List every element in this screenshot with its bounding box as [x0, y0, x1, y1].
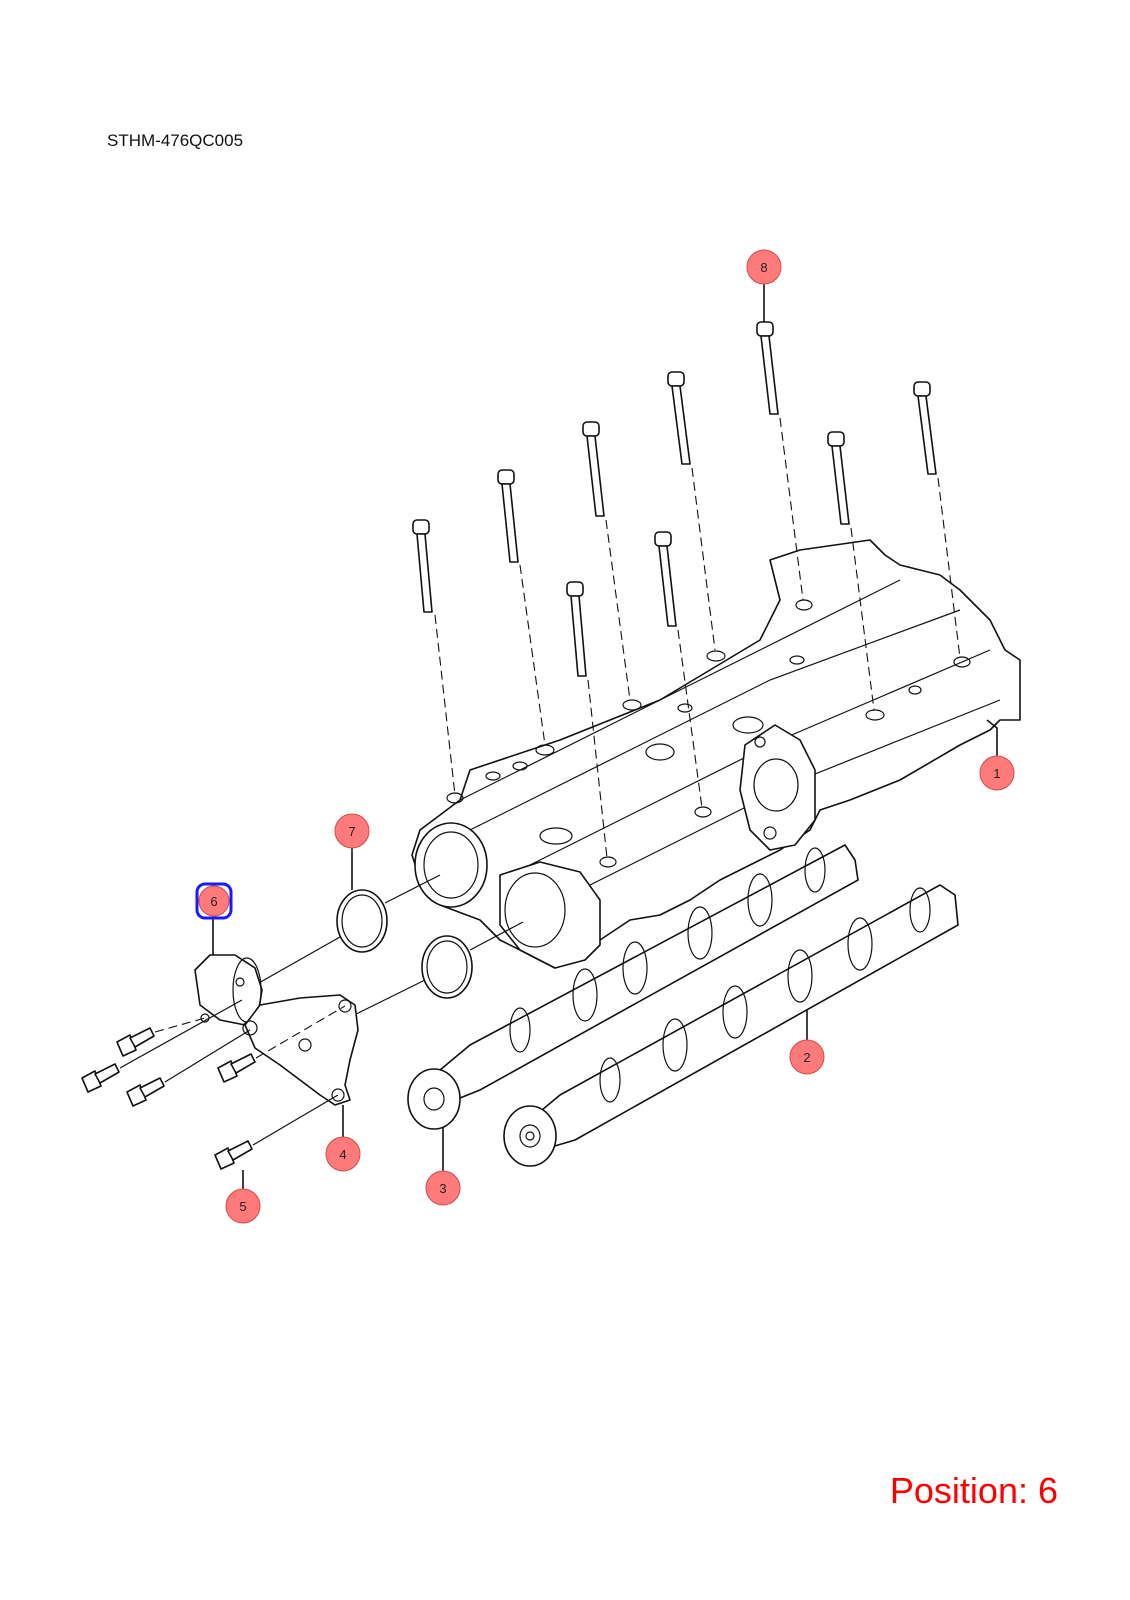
housing-bolt[interactable]	[497, 469, 546, 746]
o-ring-lower[interactable]	[421, 935, 473, 999]
cover-plate[interactable]	[242, 994, 359, 1106]
camshaft-housing[interactable]	[411, 539, 1021, 969]
cover-bolt[interactable]	[217, 1005, 346, 1083]
callout-7[interactable]: 7	[334, 813, 370, 849]
housing-bolt[interactable]	[582, 421, 631, 701]
cover-bolt[interactable]	[126, 1029, 251, 1107]
housing-bolt[interactable]	[827, 431, 875, 711]
position-readout: Position: 6	[889, 1470, 1058, 1511]
svg-text:4: 4	[339, 1147, 346, 1162]
callout-1[interactable]: 1	[979, 755, 1015, 791]
housing-bolt[interactable]	[412, 519, 456, 796]
callout-2[interactable]: 2	[789, 1039, 825, 1075]
housing-bolt[interactable]	[566, 581, 608, 859]
svg-text:5: 5	[239, 1199, 246, 1214]
callout-8[interactable]: 8	[746, 249, 782, 285]
cover-bolt[interactable]	[116, 1017, 206, 1057]
housing-bolt[interactable]	[654, 531, 703, 809]
cover-bolt[interactable]	[214, 1094, 339, 1170]
svg-text:2: 2	[803, 1050, 810, 1065]
housing-bolt[interactable]	[756, 321, 804, 601]
housing-bolts[interactable]	[412, 321, 961, 859]
callout-3[interactable]: 3	[425, 1170, 461, 1206]
svg-text:1: 1	[993, 766, 1000, 781]
svg-text:3: 3	[439, 1181, 446, 1196]
callout-6-selected[interactable]: 6	[195, 882, 233, 920]
svg-text:6: 6	[210, 894, 217, 909]
cover-bolt[interactable]	[81, 999, 243, 1093]
callout-5[interactable]: 5	[225, 1188, 261, 1224]
housing-bolt[interactable]	[913, 381, 961, 659]
cover-bolts[interactable]	[81, 999, 346, 1170]
diagram-code: STHM-476QC005	[107, 131, 244, 150]
housing-bolt[interactable]	[667, 371, 716, 651]
camshaft-exhaust[interactable]	[503, 884, 959, 1167]
svg-text:7: 7	[348, 824, 355, 839]
o-ring-upper[interactable]	[336, 889, 388, 953]
callout-4[interactable]: 4	[325, 1136, 361, 1172]
selected-callout-outline	[195, 882, 233, 920]
svg-text:8: 8	[760, 260, 767, 275]
camshaft-intake[interactable]	[407, 844, 859, 1130]
